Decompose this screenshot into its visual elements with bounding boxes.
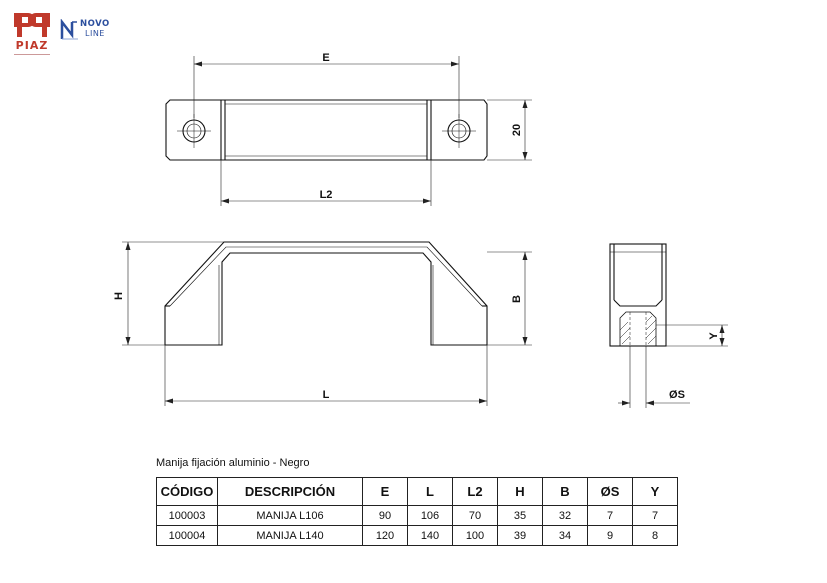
dim-label-y: Y — [708, 332, 720, 340]
header-b: B — [542, 477, 588, 506]
cell-y: 8 — [632, 525, 678, 546]
cell-s: 9 — [587, 525, 633, 546]
cell-l2: 70 — [452, 505, 498, 526]
cell-e: 120 — [362, 525, 408, 546]
cell-h: 35 — [497, 505, 543, 526]
header-y: Y — [632, 477, 678, 506]
side-view — [609, 243, 667, 347]
cell-b: 32 — [542, 505, 588, 526]
novo-wordmark: NOVO — [80, 19, 110, 29]
table-row: 100004 MANIJA L140 120 140 100 39 34 9 8 — [156, 525, 678, 546]
technical-drawing: E L2 20 H B L Y ØS — [113, 52, 728, 408]
product-caption: Manija fijación aluminio - Negro — [156, 457, 310, 469]
dim-label-h: H — [113, 292, 125, 300]
header-h: H — [497, 477, 543, 506]
spec-table: CÓDIGO DESCRIPCIÓN E L L2 H B ØS Y 10000… — [156, 477, 678, 546]
header-s: ØS — [587, 477, 633, 506]
top-view-centerlines — [177, 114, 476, 148]
piaz-mark-icon — [14, 13, 50, 37]
dim-label-l2: L2 — [320, 189, 333, 201]
header-l: L — [407, 477, 453, 506]
cell-h: 39 — [497, 525, 543, 546]
cell-s: 7 — [587, 505, 633, 526]
spec-table-header-row: CÓDIGO DESCRIPCIÓN E L L2 H B ØS Y — [156, 477, 678, 506]
header-e: E — [362, 477, 408, 506]
dimension-lines — [122, 56, 728, 408]
cell-y: 7 — [632, 505, 678, 526]
dim-label-20: 20 — [511, 124, 523, 136]
dim-label-b: B — [511, 295, 523, 303]
piaz-tagline-icon — [14, 54, 50, 55]
cell-b: 34 — [542, 525, 588, 546]
cell-l2: 100 — [452, 525, 498, 546]
cell-codigo: 100003 — [156, 505, 218, 526]
top-view — [165, 99, 488, 161]
header-descripcion: DESCRIPCIÓN — [217, 477, 363, 506]
front-view — [164, 241, 488, 346]
dim-label-e: E — [322, 52, 329, 64]
novo-line-logo: NOVO LINE — [60, 19, 116, 41]
cell-descripcion: MANIJA L106 — [217, 505, 363, 526]
cell-codigo: 100004 — [156, 525, 218, 546]
piaz-wordmark: PIAZ — [15, 39, 49, 52]
cell-descripcion: MANIJA L140 — [217, 525, 363, 546]
cell-e: 90 — [362, 505, 408, 526]
cell-l: 106 — [407, 505, 453, 526]
table-row: 100003 MANIJA L106 90 106 70 35 32 7 7 — [156, 505, 678, 526]
header-l2: L2 — [452, 477, 498, 506]
novo-n-icon — [60, 19, 78, 40]
dim-label-l: L — [323, 389, 330, 401]
cell-l: 140 — [407, 525, 453, 546]
dimension-arrows — [125, 61, 725, 406]
piaz-logo: PIAZ — [10, 10, 54, 62]
header-codigo: CÓDIGO — [156, 477, 218, 506]
dim-label-s: ØS — [669, 389, 685, 401]
line-wordmark: LINE — [85, 29, 105, 38]
